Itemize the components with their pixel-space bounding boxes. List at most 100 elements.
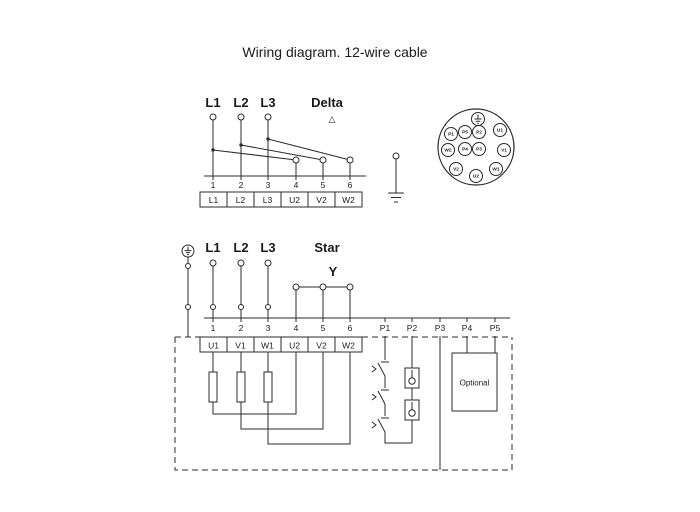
delta-phase-label: L1 (205, 95, 220, 110)
star-terminal-label: V2 (316, 341, 327, 351)
star-phase-label: L3 (260, 240, 275, 255)
connector-pin-label: P4 (462, 147, 468, 153)
delta-terminal-number: 1 (211, 180, 216, 190)
aux-terminal-number: P3 (435, 323, 446, 333)
star-bridge-wire (295, 286, 351, 318)
connector-pin (444, 127, 458, 141)
winding-feed-wires (212, 352, 269, 372)
connector-pin (497, 143, 511, 157)
star-terminal-label: U1 (208, 341, 219, 351)
wire-joint-circle (265, 304, 271, 310)
wire-terminal-circle (346, 156, 354, 164)
delta-bridge-wires (212, 138, 351, 176)
connector-pin (469, 169, 483, 183)
star-terminal-number: 3 (266, 323, 271, 333)
delta-terminal-number: 2 (239, 180, 244, 190)
thermal-switch-icon (371, 361, 389, 377)
star-terminal-label: V1 (235, 341, 246, 351)
thermal-switch-icon (371, 389, 389, 405)
aux-terminal-number: P4 (462, 323, 473, 333)
delta-connection-name: Delta (311, 95, 344, 110)
delta-symbol-icon: △ (329, 114, 336, 124)
connector-pin-label: V2 (453, 167, 459, 173)
delta-section: L1 L2 L3 Delta △ 1 2 3 4 5 6 L1 L2 L3 U2… (199, 95, 404, 208)
motor-winding (236, 371, 246, 403)
star-terminal-strip-line (204, 317, 510, 322)
terminal-label-box (334, 191, 363, 208)
earth-ground-icon (474, 114, 482, 124)
star-terminal-number: 1 (211, 323, 216, 333)
delta-terminal-strip-line (204, 175, 366, 180)
delta-phase-label: L3 (260, 95, 275, 110)
star-terminal-number: 4 (294, 323, 299, 333)
star-symbol-icon: Y (329, 264, 338, 279)
star-terminal-label: U2 (289, 341, 300, 351)
wire-joint-circle (238, 304, 244, 310)
connector-body (437, 108, 515, 186)
optional-equipment-box (451, 352, 498, 412)
wire-terminal-circle (237, 113, 245, 121)
delta-terminal-label: L3 (263, 195, 273, 205)
wire-terminal-circle (237, 259, 245, 267)
winding-return-wires (212, 352, 351, 445)
star-terminal-number: 6 (348, 323, 353, 333)
terminal-label-box (334, 336, 363, 353)
connector-pin (441, 143, 455, 157)
star-phase-label: L2 (233, 240, 248, 255)
delta-terminal-label: L2 (236, 195, 246, 205)
delta-terminal-number: 6 (348, 180, 353, 190)
connector-pin-label: U2 (473, 174, 479, 180)
motor-winding (208, 371, 218, 403)
connector-pin (449, 162, 463, 176)
star-phase-label: L1 (205, 240, 220, 255)
star-terminal-label: W2 (342, 341, 355, 351)
motor-winding (263, 371, 273, 403)
delta-terminal-label: V2 (316, 195, 327, 205)
junction-dot (211, 148, 215, 152)
star-terminal-number: 5 (321, 323, 326, 333)
star-section: L1 L2 L3 Star Y 1 2 3 4 5 6 P1 P2 P3 P4 … (174, 240, 513, 471)
star-terminal-label: W1 (261, 341, 274, 351)
aux-terminal-number: P1 (380, 323, 391, 333)
delta-phase-wires (212, 120, 269, 176)
thermal-switch-branch-wire (384, 336, 412, 444)
wire-terminal-circle (292, 156, 300, 164)
connector-pin (472, 142, 486, 156)
connector-pin (493, 123, 507, 137)
thermometer-icon (408, 377, 416, 385)
thermal-switch-icon (371, 417, 389, 433)
wire-terminal-circle (209, 259, 217, 267)
optional-box-label: Optional (460, 379, 490, 388)
delta-terminal-label: W2 (342, 195, 355, 205)
wire-joint-circle (185, 263, 191, 269)
earth-ground-icon (388, 159, 404, 203)
connector-pin-label: V1 (501, 148, 507, 154)
plug-connector: P1 P5 P2 U1 W2 P4 P3 V1 V2 U2 W1 (437, 108, 515, 186)
star-terminal-number: 2 (239, 323, 244, 333)
wire-terminal-circle (319, 156, 327, 164)
connector-pin-label: P3 (476, 147, 482, 153)
connector-pin-label: P1 (448, 132, 454, 138)
star-phase-wires (212, 266, 269, 318)
connector-pin-label: W1 (492, 167, 500, 173)
wire-terminal-circle (292, 283, 300, 291)
connector-pin (458, 142, 472, 156)
wire-terminal-circle (264, 113, 272, 121)
connector-pin-label: P5 (462, 130, 468, 136)
wire-joint-circle (185, 304, 191, 310)
wire-terminal-circle (319, 283, 327, 291)
aux-terminal-number: P2 (407, 323, 418, 333)
connector-pin (472, 125, 486, 139)
wire-terminal-circle (346, 283, 354, 291)
page-title: Wiring diagram. 12-wire cable (242, 44, 427, 60)
wire-terminal-circle (209, 113, 217, 121)
connector-pin-label: W2 (444, 148, 452, 154)
delta-terminal-label: U2 (289, 195, 300, 205)
wire-terminal-circle (264, 259, 272, 267)
star-connection-name: Star (314, 240, 339, 255)
delta-terminal-number: 4 (294, 180, 299, 190)
wire-terminal-circle (392, 152, 400, 160)
earth-ground-icon (184, 246, 192, 256)
junction-dot (266, 137, 270, 141)
